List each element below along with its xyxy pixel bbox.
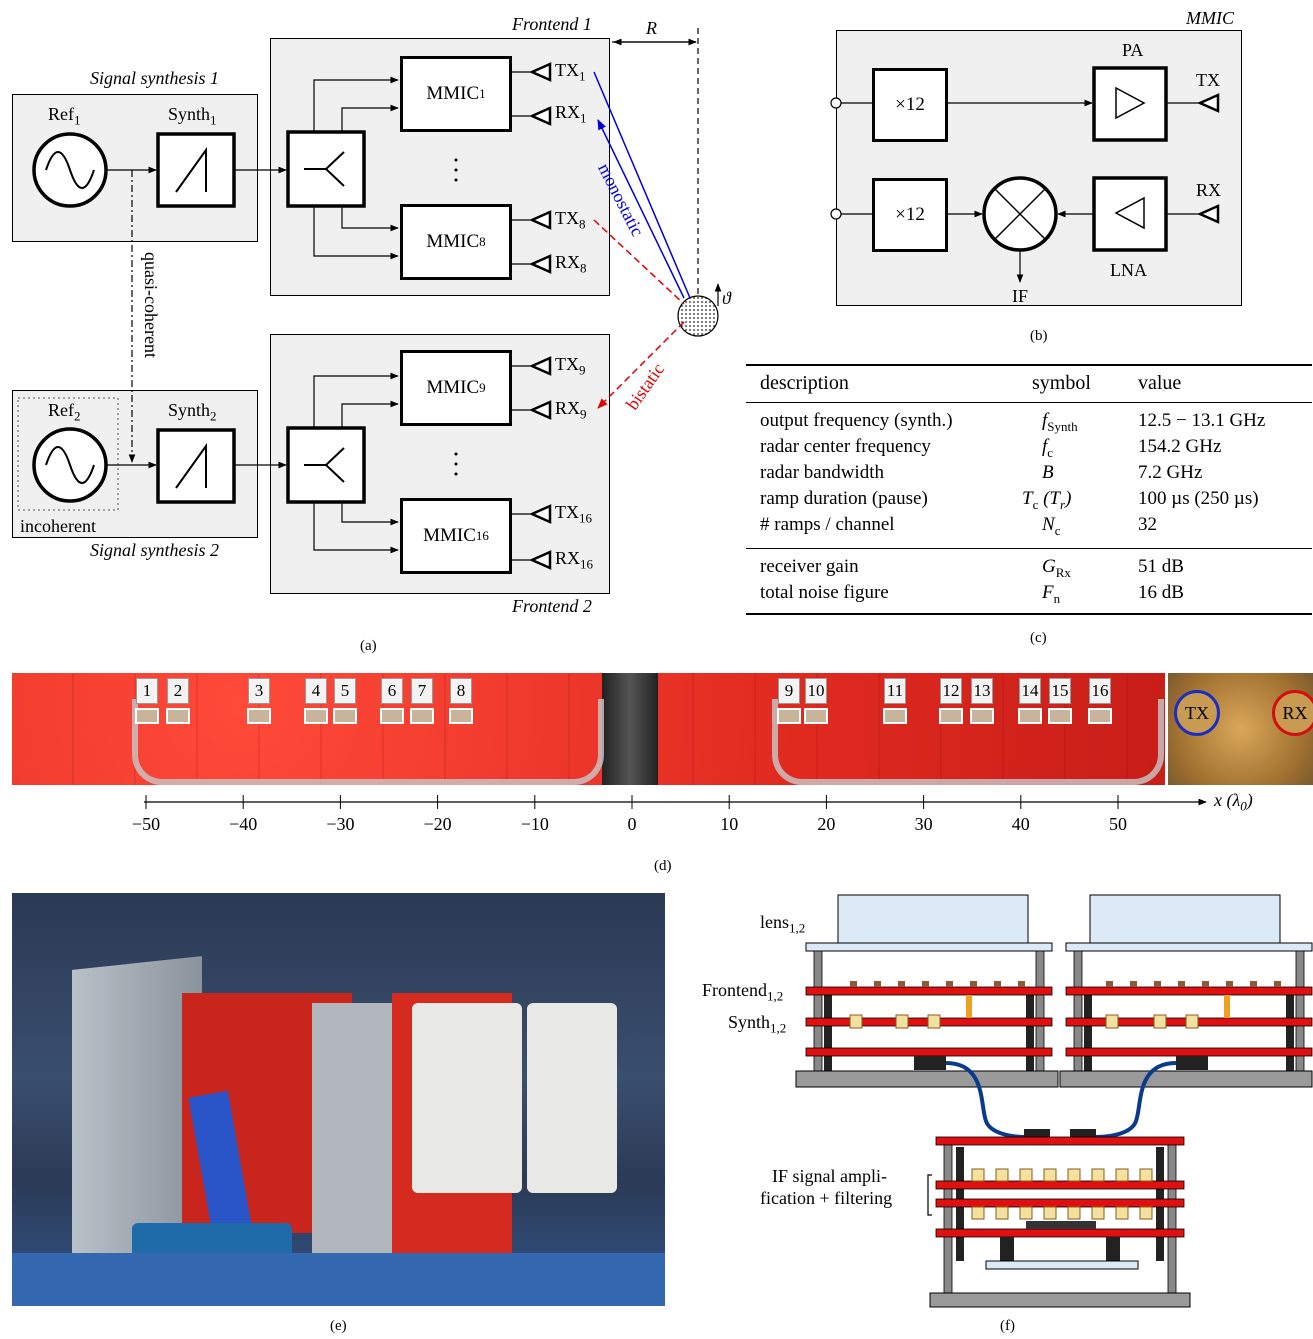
- pa-label: PA: [1122, 40, 1143, 61]
- mmic-title: MMIC: [1186, 8, 1234, 29]
- x-axis-label: x (λ0): [1214, 790, 1253, 815]
- caption-c: (c): [1030, 630, 1047, 647]
- row-value: 16 dB: [1138, 582, 1184, 604]
- row-symbol: B: [1042, 462, 1054, 487]
- mmic-chip: [304, 708, 328, 724]
- x-tick-label: −30: [310, 814, 370, 835]
- channel-number-label: 10: [805, 678, 827, 704]
- x-tick-label: 20: [796, 814, 856, 835]
- mmic-chip: [777, 708, 801, 724]
- x-tick-label: −50: [116, 814, 176, 835]
- channel-number-label: 6: [381, 678, 403, 704]
- mmic-ellipsis: [455, 159, 458, 476]
- channel-number-label: 15: [1049, 678, 1071, 704]
- mmic-chip: [883, 708, 907, 724]
- panel-b-graphics: [820, 60, 1240, 300]
- frontend-label: Frontend1,2: [702, 980, 783, 1005]
- caption-f: (f): [1000, 1318, 1015, 1335]
- channel-number-label: 16: [1089, 678, 1111, 704]
- mmic-chip: [135, 708, 159, 724]
- caption-d: (d): [654, 858, 672, 875]
- rx-circle: RX: [1272, 690, 1313, 736]
- channel-number-label: 2: [167, 678, 189, 704]
- row-description: radar center frequency: [760, 436, 931, 458]
- mmic-chip: [380, 708, 404, 724]
- channel-number-label: 13: [971, 678, 993, 704]
- channel-number-label: 9: [778, 678, 800, 704]
- caption-a: (a): [360, 638, 377, 655]
- synth-label: Synth1,2: [728, 1012, 786, 1037]
- channel-number-label: 3: [248, 678, 270, 704]
- setup-photo: [12, 893, 665, 1306]
- if-stack: [930, 1137, 1190, 1307]
- mmic-chip: [939, 708, 963, 724]
- tx-antenna-icon: [1200, 95, 1218, 111]
- x-tick-label: −20: [408, 814, 468, 835]
- row-description: output frequency (synth.): [760, 410, 953, 432]
- row-symbol: GRx: [1042, 556, 1071, 581]
- rx-antenna-icon: [1200, 206, 1218, 222]
- target-icon: [678, 296, 718, 336]
- table-rule-bottom: [746, 613, 1312, 615]
- left-stack: [796, 895, 1058, 1087]
- synth2-box: [158, 430, 234, 502]
- row-value: 51 dB: [1138, 556, 1184, 578]
- mmic-chip: [970, 708, 994, 724]
- row-symbol: Nc: [1042, 514, 1060, 539]
- row-description: # ramps / channel: [760, 514, 895, 536]
- row-value: 100 µs (250 µs): [1138, 488, 1259, 510]
- channel-number-label: 4: [305, 678, 327, 704]
- mmic-chip: [247, 708, 271, 724]
- mmic-chip: [410, 708, 434, 724]
- channel-number-label: 8: [450, 678, 472, 704]
- stack-diagram: [790, 893, 1313, 1313]
- row-symbol: Tc (Tr): [1022, 488, 1071, 513]
- caption-e: (e): [330, 1318, 347, 1335]
- mmic-chip: [1088, 708, 1112, 724]
- row-description: receiver gain: [760, 556, 859, 578]
- row-description: ramp duration (pause): [760, 488, 928, 510]
- row-description: total noise figure: [760, 582, 889, 604]
- row-value: 154.2 GHz: [1138, 436, 1221, 458]
- mmic-chip: [1018, 708, 1042, 724]
- row-value: 12.5 − 13.1 GHz: [1138, 410, 1265, 432]
- x-tick-label: 10: [699, 814, 759, 835]
- row-symbol: fSynth: [1042, 410, 1078, 435]
- channel-number-label: 12: [940, 678, 962, 704]
- mmic-chip: [166, 708, 190, 724]
- row-description: radar bandwidth: [760, 462, 884, 484]
- x-tick-label: 0: [602, 814, 662, 835]
- x-tick-label: −40: [213, 814, 273, 835]
- table-rule-mid: [746, 402, 1312, 403]
- row-value: 32: [1138, 514, 1157, 536]
- channel-number-label: 14: [1019, 678, 1041, 704]
- x-tick-label: −10: [505, 814, 565, 835]
- antenna-icons: [532, 64, 550, 568]
- tx-circle: TX: [1174, 690, 1220, 736]
- mmic-chip: [333, 708, 357, 724]
- synth1-box: [158, 134, 234, 206]
- mmic-chip: [1048, 708, 1072, 724]
- x-tick-label: 50: [1088, 814, 1148, 835]
- caption-b: (b): [1030, 328, 1048, 345]
- channel-number-label: 5: [334, 678, 356, 704]
- right-stack: [1060, 895, 1312, 1087]
- mmic-chip: [804, 708, 828, 724]
- mmic-chip: [449, 708, 473, 724]
- channel-number-label: 11: [884, 678, 906, 704]
- row-symbol: fc: [1042, 436, 1053, 461]
- row-symbol: Fn: [1042, 582, 1060, 607]
- row-value: 7.2 GHz: [1138, 462, 1202, 484]
- table-rule-top: [746, 364, 1312, 366]
- channel-number-label: 7: [411, 678, 433, 704]
- x-tick-label: 40: [991, 814, 1051, 835]
- channel-number-label: 1: [136, 678, 158, 704]
- table-rule-sep: [746, 548, 1312, 549]
- panel-a-graphics: [0, 0, 760, 640]
- x-tick-label: 30: [894, 814, 954, 835]
